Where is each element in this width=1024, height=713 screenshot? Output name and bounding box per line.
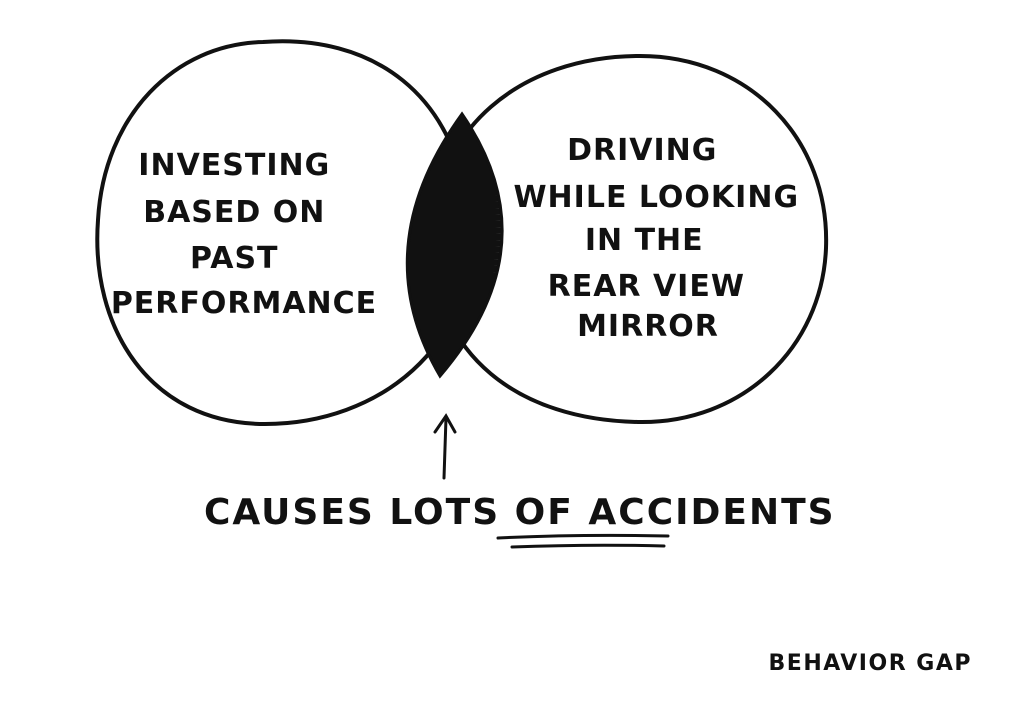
left-label-line: PAST (190, 241, 279, 276)
right-label-line: IN THE (585, 223, 704, 258)
brand-signature: BEHAVIOR GAP (769, 651, 972, 676)
caption-emphasis: ACCIDENTS (588, 492, 835, 533)
right-label-line: REAR VIEW (548, 269, 745, 304)
intersection-outline (405, 111, 504, 379)
right-label-line: DRIVING (567, 133, 717, 168)
left-label-line: INVESTING (138, 148, 330, 183)
left-label-line: PERFORMANCE (111, 286, 377, 321)
right-label-line: WHILE LOOKING (513, 180, 799, 215)
caption-prefix: CAUSES LOTS OF (204, 492, 588, 533)
left-label-line: BASED ON (143, 195, 325, 230)
left-circle-label: INVESTING BASED ON PAST PERFORMANCE (111, 148, 377, 321)
up-arrow-icon (433, 413, 457, 480)
bottom-caption: CAUSES LOTS OF ACCIDENTS (204, 492, 836, 533)
emphasis-underline (496, 533, 670, 549)
left-circle (95, 39, 473, 427)
right-label-line: MIRROR (577, 309, 719, 344)
intersection-shading (407, 114, 503, 376)
right-circle-label: DRIVING WHILE LOOKING IN THE REAR VIEW M… (513, 133, 810, 344)
